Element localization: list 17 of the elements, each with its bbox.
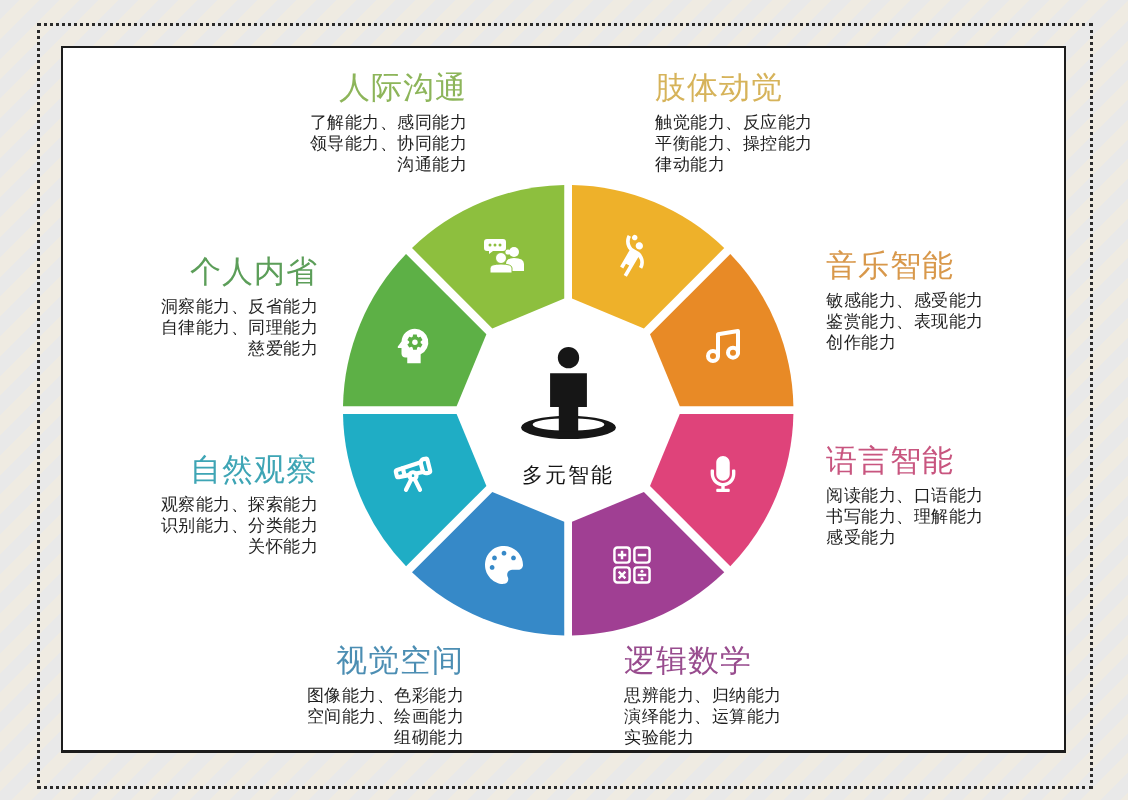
- category-title: 视觉空间: [336, 641, 464, 679]
- ability-list: 图像能力、色彩能力空间能力、绘画能力组砌能力: [304, 685, 464, 748]
- category-title: 自然观察: [190, 450, 318, 488]
- category-title: 语言智能: [826, 441, 954, 479]
- category-title: 肢体动觉: [655, 68, 783, 106]
- ability-list: 触觉能力、反应能力平衡能力、操控能力律动能力: [655, 112, 815, 175]
- ability-list: 思辨能力、归纳能力演绎能力、运算能力实验能力: [624, 685, 784, 748]
- center-label: 多元智能: [522, 462, 614, 488]
- category-title: 音乐智能: [826, 246, 954, 284]
- ability-list: 了解能力、感同能力领导能力、协同能力沟通能力: [307, 112, 467, 175]
- category-title: 人际沟通: [339, 68, 467, 106]
- category-title: 个人内省: [190, 252, 318, 290]
- ability-list: 观察能力、探索能力识别能力、分类能力关怀能力: [158, 494, 318, 557]
- ability-list: 洞察能力、反省能力自律能力、同理能力慈爱能力: [158, 296, 318, 359]
- ability-list: 敏感能力、感受能力鉴赏能力、表现能力创作能力: [826, 290, 986, 353]
- category-title: 逻辑数学: [624, 641, 752, 679]
- ability-list: 阅读能力、口语能力书写能力、理解能力感受能力: [826, 485, 986, 548]
